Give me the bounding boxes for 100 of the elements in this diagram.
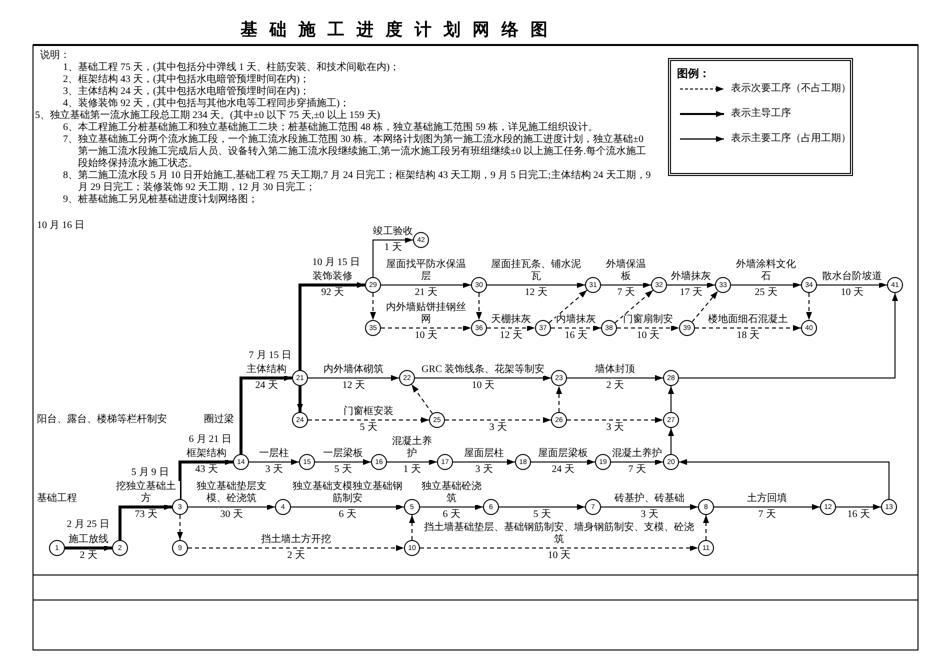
duration-label: 92 天: [321, 287, 344, 299]
event-circle: [365, 277, 381, 293]
dashed-arrow: [409, 514, 415, 540]
event-circle: [585, 277, 601, 293]
note-text: 4、装修装饰 92 天，(其中包括与其他水电等工程同步穿插施工)；: [63, 98, 351, 110]
edge-label: 一层柱: [259, 448, 289, 460]
edge-label: 施工放线: [68, 534, 108, 546]
edge-label: 独立基础支模独立基础钢筋制安: [292, 481, 403, 505]
event-circle: [551, 370, 567, 386]
arrow: [678, 459, 890, 500]
duration-label: 7 天: [758, 509, 776, 521]
arrow: [836, 504, 882, 510]
edge-label: 一层梁板: [323, 448, 363, 460]
event-circle: [172, 499, 188, 515]
date-label: 10 月 16 日: [37, 220, 84, 232]
edge-label: 挡土墙基础垫层、基础钢筋制安、墙身钢筋制安、支模、砼浇筑: [421, 522, 697, 546]
edge-label: 门窗扇制安: [623, 314, 673, 326]
arrow: [668, 386, 674, 412]
arrow: [714, 504, 820, 510]
duration-label: 30 天: [220, 509, 243, 521]
duration-label: 43 天: [195, 464, 218, 476]
arrow: [566, 375, 664, 381]
arrow: [452, 459, 516, 465]
event-circle: [881, 499, 897, 515]
duration-label: 7 天: [628, 464, 646, 476]
legend-label: 表示主要工序（占用工期）: [731, 133, 851, 145]
arrow: [298, 282, 365, 370]
date-label: 10 月 15 日: [312, 257, 360, 269]
event-circle: [715, 277, 731, 293]
duration-label: 10 天: [636, 330, 660, 342]
event-circle: [551, 412, 567, 428]
event-circle: [429, 412, 445, 428]
duration-label: 16 天: [564, 330, 588, 342]
legend-label: 表示次要工序（不占工期）: [731, 83, 851, 95]
arrow: [678, 292, 898, 378]
duration-label: 16 天: [847, 509, 870, 521]
event-circle: [172, 540, 188, 556]
arrow: [610, 459, 664, 465]
edge-label: 屋面层梁板: [538, 448, 588, 460]
note-text: 1、基础工程 75 天，(其中包括分中弹线 1 天、柱筋安装、和技术间歇在内)；: [63, 62, 401, 74]
edge-label: 挡土墙土方开挖: [261, 534, 331, 546]
duration-label: 25 天: [754, 287, 778, 299]
event-circle: [292, 370, 308, 386]
event-circle: [515, 454, 531, 470]
duration-label: 1 天: [384, 242, 402, 254]
event-circle: [233, 454, 249, 470]
duration-label: 3 天: [640, 509, 658, 521]
dashed-arrow: [616, 325, 680, 331]
duration-label: 12 天: [500, 330, 522, 342]
duration-label: 17 天: [680, 287, 702, 299]
dashed-arrow: [444, 417, 552, 423]
event-circle: [535, 320, 551, 336]
arrow: [372, 237, 414, 278]
duration-label: 3 天: [606, 422, 624, 434]
arrow: [178, 459, 233, 499]
dashed-arrow: [614, 290, 654, 324]
event-circle: [595, 454, 611, 470]
edge-label: 框架结构: [186, 448, 226, 460]
activity-label: 阳台、露台、楼梯等栏杆制安: [37, 414, 167, 426]
duration-label: 12 天: [524, 287, 548, 299]
duration-label: 3 天: [489, 422, 507, 434]
duration-label: 3 天: [265, 464, 283, 476]
edge-label: 外墙抹灰: [671, 271, 711, 283]
duration-label: 2 天: [606, 380, 624, 392]
event-circle: [820, 499, 836, 515]
title: 基础施工进度计划网络图: [240, 20, 560, 40]
duration-label: 6 天: [338, 509, 356, 521]
duration-label: 24 天: [255, 380, 278, 392]
edge-label: 主体结构: [246, 364, 286, 376]
arrow: [308, 375, 400, 381]
duration-label: 21 天: [414, 287, 438, 299]
activity-label: 基础工程: [37, 493, 77, 505]
event-circle: [651, 277, 667, 293]
event-circle: [399, 370, 415, 386]
edge-label: 屋面层柱: [464, 448, 504, 460]
arrow: [600, 282, 652, 288]
note-text: 9、桩基础施工另见桩基础进度计划网络图；: [63, 194, 259, 206]
event-circle: [365, 320, 381, 336]
edge-label: 门窗框安装: [344, 406, 394, 418]
event-circle: [292, 412, 308, 428]
arrow: [420, 504, 484, 510]
note-text: 5、独立基础第一流水施工段总工期 234 天。(其中±0 以下 75 天,±0 以上 159 天): [35, 110, 382, 122]
event-circle: [471, 277, 487, 293]
duration-label: 73 天: [134, 509, 158, 521]
duration-label: 2 天: [80, 550, 98, 562]
duration-label: 2 天: [287, 550, 305, 562]
note-text: 2、框架结构 43 天，(其中包括水电暗管预埋时间在内)；: [63, 74, 311, 86]
dashed-arrow: [692, 290, 718, 322]
duration-label: 24 天: [552, 464, 574, 476]
arrow: [816, 282, 888, 288]
event-circle: [698, 540, 714, 556]
arrow: [380, 282, 472, 288]
activity-label: 圈过梁: [204, 414, 234, 426]
arrow: [386, 459, 438, 465]
arrow: [730, 282, 802, 288]
event-circle: [437, 454, 453, 470]
duration-label: 7 天: [617, 287, 635, 299]
event-circle: [404, 499, 420, 515]
duration-label: 5 天: [334, 464, 352, 476]
event-circle: [887, 277, 903, 293]
